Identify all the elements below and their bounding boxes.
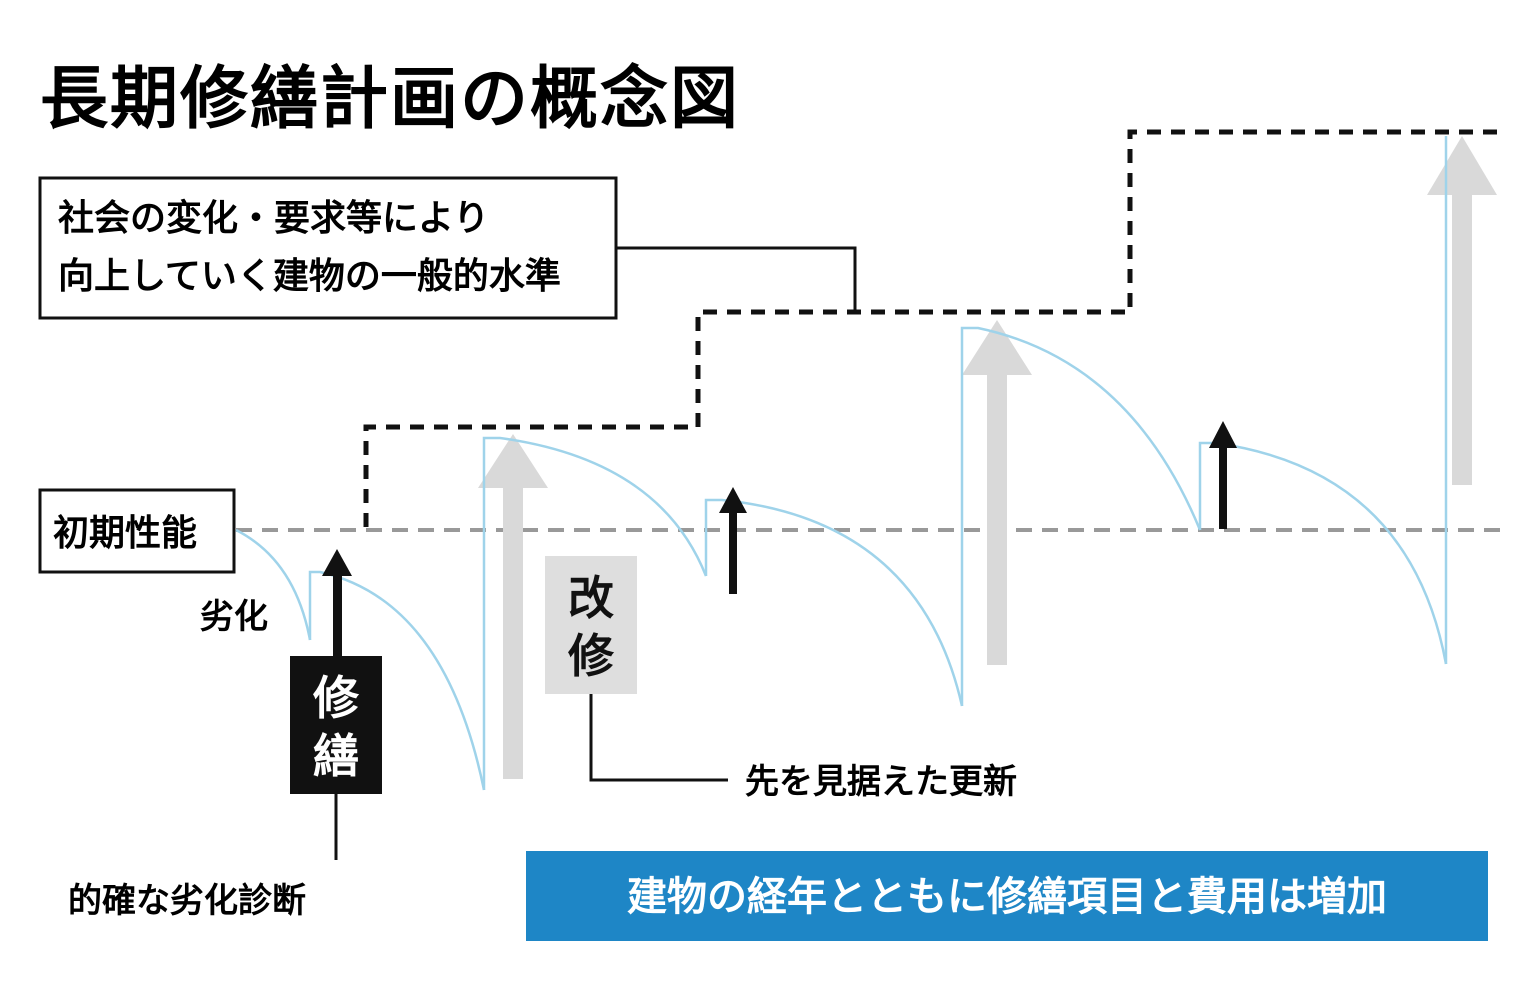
level-description-box bbox=[38, 176, 618, 320]
general-standard-step-line bbox=[363, 129, 1505, 527]
level-box-connector bbox=[616, 246, 857, 312]
repair-label-line1: 修 bbox=[313, 671, 360, 725]
diagnosis-label: 的確な劣化診断 bbox=[68, 881, 306, 921]
repair-arrow bbox=[719, 487, 747, 594]
renovation-box bbox=[545, 556, 637, 694]
level-description-line1: 社会の変化・要求等により bbox=[58, 197, 489, 239]
initial-performance-label: 初期性能 bbox=[53, 512, 197, 554]
renovation-arrow bbox=[1427, 136, 1497, 485]
degradation-curve bbox=[960, 326, 1202, 706]
renovation-label-line1: 改 bbox=[568, 571, 614, 625]
level-description-line2: 向上していく建物の一般的水準 bbox=[58, 255, 561, 297]
update-label: 先を見据えた更新 bbox=[745, 762, 1017, 802]
renovation-arrow bbox=[478, 434, 548, 779]
degradation-label: 劣化 bbox=[200, 597, 268, 637]
degradation-curve bbox=[235, 528, 312, 641]
degradation-curve bbox=[704, 498, 964, 707]
repair-arrow bbox=[322, 549, 352, 660]
page-title: 長期修繕計画の概念図 bbox=[40, 59, 740, 139]
repair-label-line2: 繕 bbox=[313, 729, 359, 783]
renovation-arrow bbox=[962, 320, 1032, 665]
summary-banner bbox=[526, 851, 1488, 941]
renovation-label-line2: 修 bbox=[568, 629, 615, 683]
repair-arrow bbox=[1209, 421, 1237, 529]
initial-performance-box bbox=[38, 488, 236, 574]
renovation-connector bbox=[589, 694, 728, 782]
deterioration-curves bbox=[235, 136, 1448, 791]
degradation-curve bbox=[1198, 441, 1448, 665]
summary-banner-text: 建物の経年とともに修繕項目と費用は増加 bbox=[627, 873, 1387, 920]
repair-box bbox=[290, 656, 382, 794]
degradation-curve bbox=[482, 436, 708, 790]
